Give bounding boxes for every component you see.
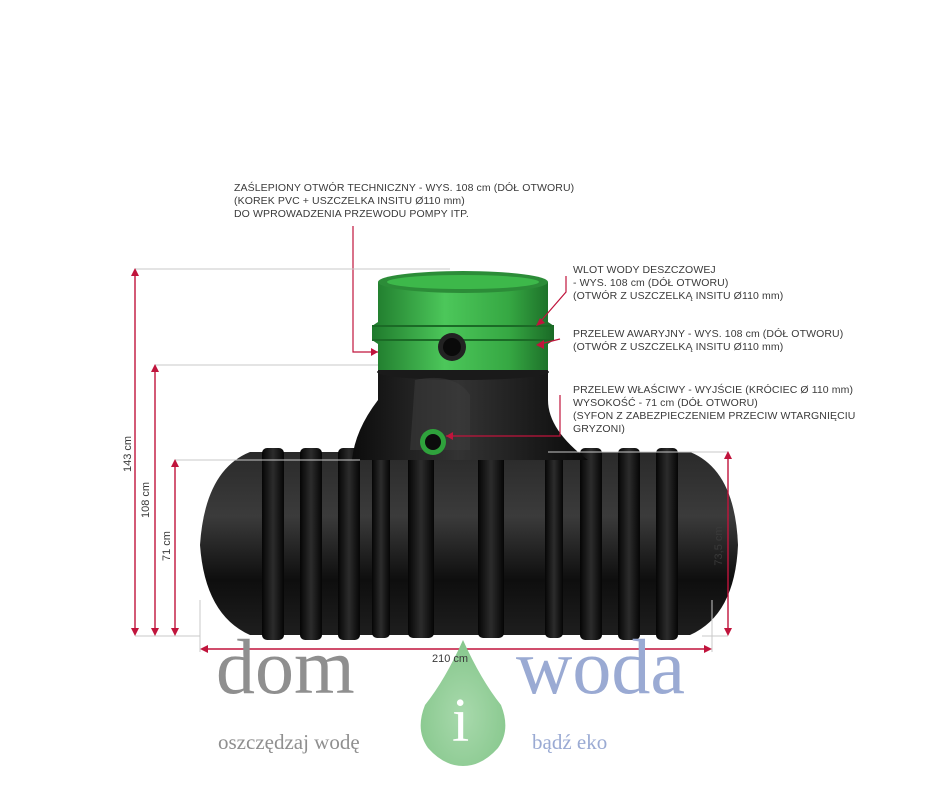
- dim-outlet-height: 71 cm: [161, 531, 173, 561]
- callout-line: ZAŚLEPIONY OTWÓR TECHNICZNY - WYS. 108 c…: [234, 182, 575, 194]
- tank-ribs: [262, 448, 678, 640]
- callout-line: (KOREK PVC + USZCZELKA INSITU Ø110 mm): [234, 195, 465, 207]
- callout-line: DO WPROWADZENIA PRZEWODU POMPY ITP.: [234, 208, 469, 220]
- emergency-overflow-callout: PRZELEW AWARYJNY - WYS. 108 cm (DÓŁ OTWO…: [573, 328, 843, 354]
- callout-line: GRYZONI): [573, 423, 625, 435]
- main-overflow-callout: PRZELEW WŁAŚCIWY - WYJŚCIE (KRÓCIEC Ø 11…: [573, 384, 855, 436]
- dim-width: 210 cm: [432, 653, 469, 665]
- tank-body: [200, 452, 738, 635]
- callout-line: (OTWÓR Z USZCZELKĄ INSITU Ø110 mm): [573, 341, 784, 353]
- callout-line: - WYS. 108 cm (DÓŁ OTWORU): [573, 277, 729, 289]
- callout-line: WLOT WODY DESZCZOWEJ: [573, 264, 716, 276]
- callout-line: (OTWÓR Z USZCZELKĄ INSITU Ø110 mm): [573, 290, 784, 302]
- dim-total-height: 143 cm: [122, 435, 134, 473]
- callout-line: PRZELEW WŁAŚCIWY - WYJŚCIE (KRÓCIEC Ø 11…: [573, 384, 854, 396]
- logo-tagline-left: oszczędzaj wodę: [218, 730, 360, 754]
- dimension-lines: [134, 271, 729, 650]
- dim-tank-height: 73,5 cm: [713, 526, 725, 566]
- logo-letter-i: i: [452, 687, 470, 755]
- logo-drop: [420, 640, 506, 766]
- logo-word-woda: woda: [516, 623, 685, 710]
- tech-opening-callout: ZAŚLEPIONY OTWÓR TECHNICZNY - WYS. 108 c…: [234, 182, 574, 221]
- callout-line: PRZELEW AWARYJNY - WYS. 108 cm (DÓŁ OTWO…: [573, 328, 844, 340]
- callout-line: (SYFON Z ZABEZPIECZENIEM PRZECIW WTARGNI…: [573, 410, 856, 422]
- callout-line: WYSOKOŚĆ - 71 cm (DÓŁ OTWORU): [573, 397, 758, 409]
- leader-lines: [352, 226, 567, 437]
- logo-word-dom: dom: [216, 623, 355, 710]
- inlet-callout: WLOT WODY DESZCZOWEJ - WYS. 108 cm (DÓŁ …: [573, 264, 783, 303]
- logo-tagline-right: bądź eko: [532, 730, 608, 754]
- dim-inlet-height: 108 cm: [140, 481, 152, 519]
